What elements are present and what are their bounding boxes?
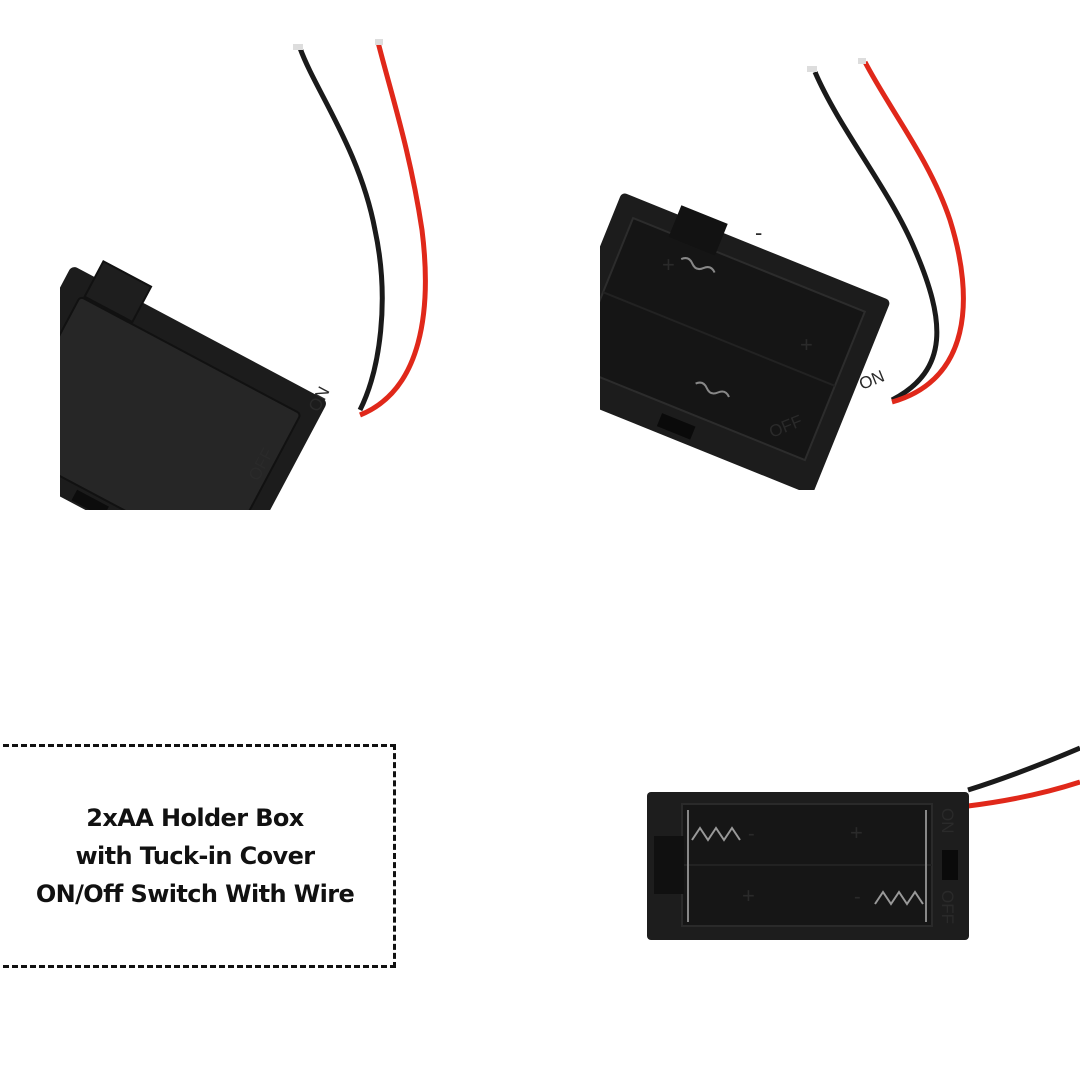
polarity-minus-1: - (748, 823, 755, 845)
product-photo-closed: ON OFF (60, 39, 428, 510)
polarity-plus-1: + (662, 252, 675, 277)
polarity-plus-1: + (850, 820, 863, 845)
caption-line-2: with Tuck-in Cover (75, 842, 315, 870)
product-photo-open-top: - + + - ON OFF (647, 745, 1080, 940)
caption-line-1: 2xAA Holder Box (86, 804, 304, 832)
on-label: ON (938, 808, 957, 834)
polarity-minus-1: - (755, 220, 762, 245)
caption-box: 2xAA Holder Box with Tuck-in Cover ON/Of… (0, 744, 396, 968)
caption-line-3: ON/Off Switch With Wire (35, 880, 355, 908)
polarity-plus-2: + (800, 332, 813, 357)
polarity-plus-2: + (742, 883, 755, 908)
off-label: OFF (938, 890, 957, 924)
polarity-minus-2: - (854, 886, 861, 908)
product-photo-open-angled: + - + ON OFF (600, 58, 966, 490)
